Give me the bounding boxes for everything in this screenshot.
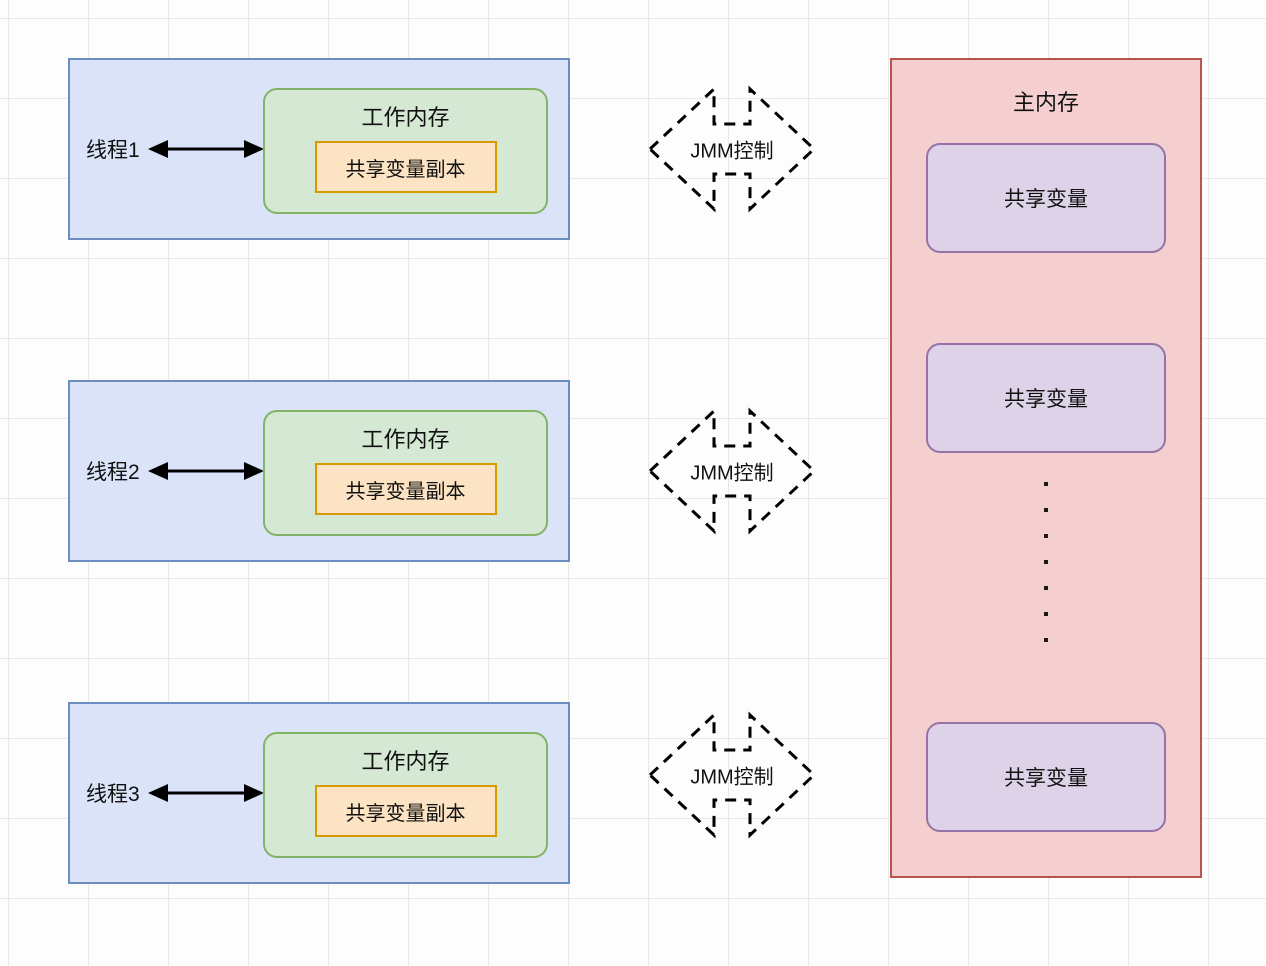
thread-bidirectional-arrow-1 (148, 140, 264, 158)
working-memory-1: 工作内存 共享变量副本 (263, 88, 548, 214)
ellipsis-dot (1044, 586, 1048, 590)
thread-box-1: 线程1 工作内存 共享变量副本 (68, 58, 570, 240)
jmm-arrow-shape-3 (647, 711, 817, 839)
main-memory-title: 主内存 (1012, 90, 1079, 115)
ellipsis-dot (1044, 482, 1048, 486)
jmm-control-arrow-1: JMM控制 (588, 84, 876, 214)
working-memory-title-2: 工作内存 (361, 427, 450, 452)
shared-variable-copy-1: 共享变量副本 (314, 141, 497, 193)
shared-variable-2: 共享变量 (926, 343, 1166, 453)
jmm-control-arrow-3: JMM控制 (588, 710, 876, 840)
thread-bidirectional-arrow-2 (148, 462, 264, 480)
ellipsis-dots (1036, 482, 1056, 642)
ellipsis-dot (1044, 612, 1048, 616)
ellipsis-dot (1044, 534, 1048, 538)
thread-bidirectional-arrow-3 (148, 784, 264, 802)
jmm-arrow-shape-2 (647, 407, 817, 535)
thread-label-2: 线程2 (86, 461, 140, 484)
ellipsis-dot (1044, 508, 1048, 512)
shared-variable-1: 共享变量 (926, 143, 1166, 253)
working-memory-2: 工作内存 共享变量副本 (263, 410, 548, 536)
jmm-control-arrow-2: JMM控制 (588, 406, 876, 536)
shared-variable-3: 共享变量 (926, 722, 1166, 832)
main-memory-box: 主内存 共享变量 共享变量 共享变量 (890, 58, 1202, 878)
shared-variable-copy-3: 共享变量副本 (314, 785, 497, 837)
thread-box-3: 线程3 工作内存 共享变量副本 (68, 702, 570, 884)
working-memory-title-3: 工作内存 (361, 749, 450, 774)
ellipsis-dot (1044, 560, 1048, 564)
working-memory-3: 工作内存 共享变量副本 (263, 732, 548, 858)
thread-label-1: 线程1 (86, 139, 140, 162)
ellipsis-dot (1044, 638, 1048, 642)
thread-box-2: 线程2 工作内存 共享变量副本 (68, 380, 570, 562)
jmm-arrow-shape-1 (647, 85, 817, 213)
shared-variable-copy-2: 共享变量副本 (314, 463, 497, 515)
thread-label-3: 线程3 (86, 783, 140, 806)
working-memory-title-1: 工作内存 (361, 105, 450, 130)
